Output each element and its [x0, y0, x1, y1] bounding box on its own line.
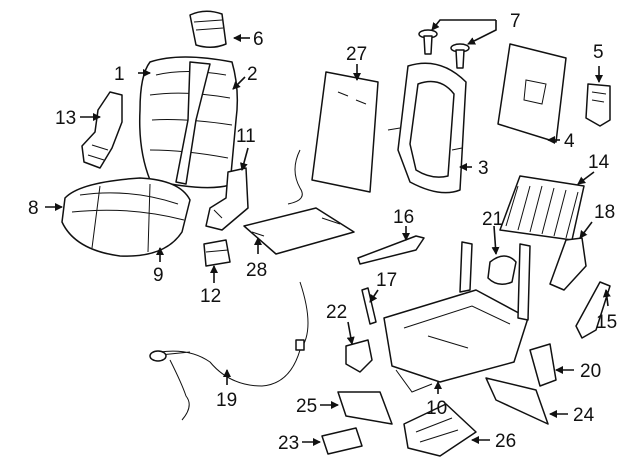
callout-23: 23: [278, 433, 299, 454]
leader-lines: [45, 19, 611, 446]
part-4-plate: [497, 43, 567, 143]
callout-28: 28: [246, 260, 267, 281]
callout-9: 9: [153, 265, 164, 286]
part-26-cover: [403, 403, 477, 457]
callout-7: 7: [510, 11, 521, 32]
callout-12: 12: [200, 286, 221, 307]
callout-24: 24: [573, 405, 595, 426]
part-15-bracket: [575, 281, 611, 339]
callout-8: 8: [28, 198, 39, 219]
part-11-bracket: [205, 167, 249, 231]
callout-21: 21: [482, 209, 503, 230]
callout-5: 5: [593, 42, 604, 63]
part-16-rod: [357, 235, 425, 265]
callout-3: 3: [478, 158, 489, 179]
callout-26: 26: [495, 431, 516, 452]
callout-11: 11: [236, 126, 256, 147]
part-13-side-trim: [81, 91, 123, 169]
part-18-bracket: [549, 237, 587, 291]
part-28-pad: [243, 207, 355, 255]
callout-27: 27: [346, 44, 367, 65]
part-22-clip: [345, 339, 373, 373]
part-19-cable: [149, 281, 309, 421]
callout-20: 20: [580, 361, 601, 382]
part-3-seat-back-frame: [387, 62, 467, 194]
part-23-pad: [321, 427, 363, 455]
part-25-trim: [337, 391, 393, 425]
part-12-clip: [203, 239, 231, 267]
callout-6: 6: [253, 29, 264, 50]
callout-1: 1: [114, 64, 125, 85]
part-6-headrest: [189, 10, 227, 48]
callout-13: 13: [55, 108, 76, 129]
callout-10: 10: [426, 398, 447, 419]
part-7-bolts: [418, 29, 470, 69]
part-1-seat-back: [138, 56, 239, 189]
part-17-strap: [361, 287, 377, 325]
part-14-spring-mat: [499, 175, 585, 241]
part-21-clip: [487, 255, 517, 285]
callout-16: 16: [393, 207, 414, 228]
part-10-seat-frame: [383, 241, 531, 393]
callout-2: 2: [247, 64, 258, 85]
callout-22: 22: [326, 302, 347, 323]
callout-17: 17: [376, 270, 397, 291]
part-5-small-panel: [585, 83, 611, 127]
part-27-back-panel: [287, 71, 379, 205]
callout-15: 15: [596, 312, 617, 333]
callout-4: 4: [564, 131, 575, 152]
part-20-bracket: [529, 343, 557, 387]
callout-18: 18: [594, 202, 615, 223]
part-24-trim: [485, 377, 549, 425]
callout-25: 25: [296, 396, 317, 417]
callout-14: 14: [588, 152, 610, 173]
callout-19: 19: [216, 390, 237, 411]
part-8-seat-cushion: [61, 177, 191, 257]
callout-labels: 1 2 3 4 5 6 7 8 9 10 11 12 13 14 15 16 1…: [28, 11, 617, 454]
